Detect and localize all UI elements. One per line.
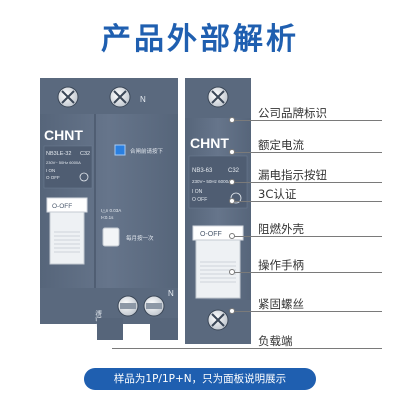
callout-housing: 阻燃外壳 [258, 222, 304, 236]
right-on: I ON [192, 189, 203, 195]
left-on: I ON [46, 168, 55, 173]
left-bottom-screw-1 [117, 295, 139, 317]
left-brand: CHNT [44, 127, 83, 143]
callout-line-brand [232, 120, 382, 121]
page-title: 产品外部解析 [101, 22, 299, 57]
right-rating: C32 [228, 168, 240, 174]
left-leak-spec-2: t<0.1s [101, 215, 114, 220]
callout-line-handle [232, 272, 382, 273]
callout-line-rated-current [232, 152, 382, 153]
left-leak-spec-1: I△n 0.03A [101, 208, 121, 213]
left-test-button[interactable] [102, 227, 120, 247]
left-off: O OFF [46, 175, 60, 180]
left-top-screw-2 [109, 86, 131, 108]
callout-dot-rated-current [229, 149, 235, 155]
left-spec: 230V~ 50Hz 6000A [46, 160, 81, 165]
footer-note: 样品为1P/1P+N，只为面板说明展示 [84, 368, 316, 390]
callout-line-leak-button [232, 182, 382, 183]
callout-dot-brand [229, 117, 235, 123]
left-switch-handle[interactable] [49, 211, 85, 265]
right-spec: 230V~ 50Hz 6000A [192, 179, 231, 184]
callout-dot-screw [229, 308, 235, 314]
callout-dot-handle [229, 269, 235, 275]
left-test-tag: 每月按一次 [126, 234, 154, 242]
callout-handle: 操作手柄 [258, 258, 304, 272]
callout-leak-button: 漏电指示按钮 [258, 168, 327, 182]
left-switch-label: O-OFF [52, 203, 72, 210]
left-leak-indicator-button[interactable] [114, 144, 126, 156]
callout-screw: 紧固螺丝 [258, 297, 304, 311]
callout-line-screw [232, 311, 382, 312]
callout-line-3c [232, 201, 382, 202]
right-bottom-screw [207, 309, 229, 331]
callout-load: 负载端 [258, 334, 293, 348]
callout-dot-housing [229, 233, 235, 239]
left-neutral-top-label: N [140, 95, 146, 104]
callout-brand: 公司品牌标识 [258, 106, 327, 120]
left-neutral-bottom-label: N [168, 289, 174, 298]
left-bottom-screw-2 [143, 295, 165, 317]
left-breaker: N CHNT NB3LE-32 C32 230V~ 50Hz 6000A I O… [40, 78, 178, 340]
right-brand: CHNT [190, 135, 229, 151]
left-button-tag: 合闸前请按下 [130, 147, 164, 155]
right-off: O OFF [192, 197, 207, 203]
callout-dot-3c [229, 198, 235, 204]
callout-3c: 3C认证 [258, 187, 297, 201]
callout-rated-current: 额定电流 [258, 138, 304, 152]
callout-line-housing [232, 236, 382, 237]
right-model: NB3-63 [192, 168, 213, 174]
callout-line-load [112, 348, 382, 349]
right-breaker: CHNT NB3-63 C32 230V~ 50Hz 6000A I ON O … [185, 78, 251, 344]
right-top-screw [207, 86, 229, 108]
left-model: NB3LE-32 [46, 151, 71, 157]
callout-dot-leak-button [229, 179, 235, 185]
left-3c-mark [79, 172, 89, 182]
left-rating: C32 [80, 151, 90, 157]
right-switch-label: O-OFF [200, 231, 222, 238]
left-top-screw-1 [57, 86, 79, 108]
